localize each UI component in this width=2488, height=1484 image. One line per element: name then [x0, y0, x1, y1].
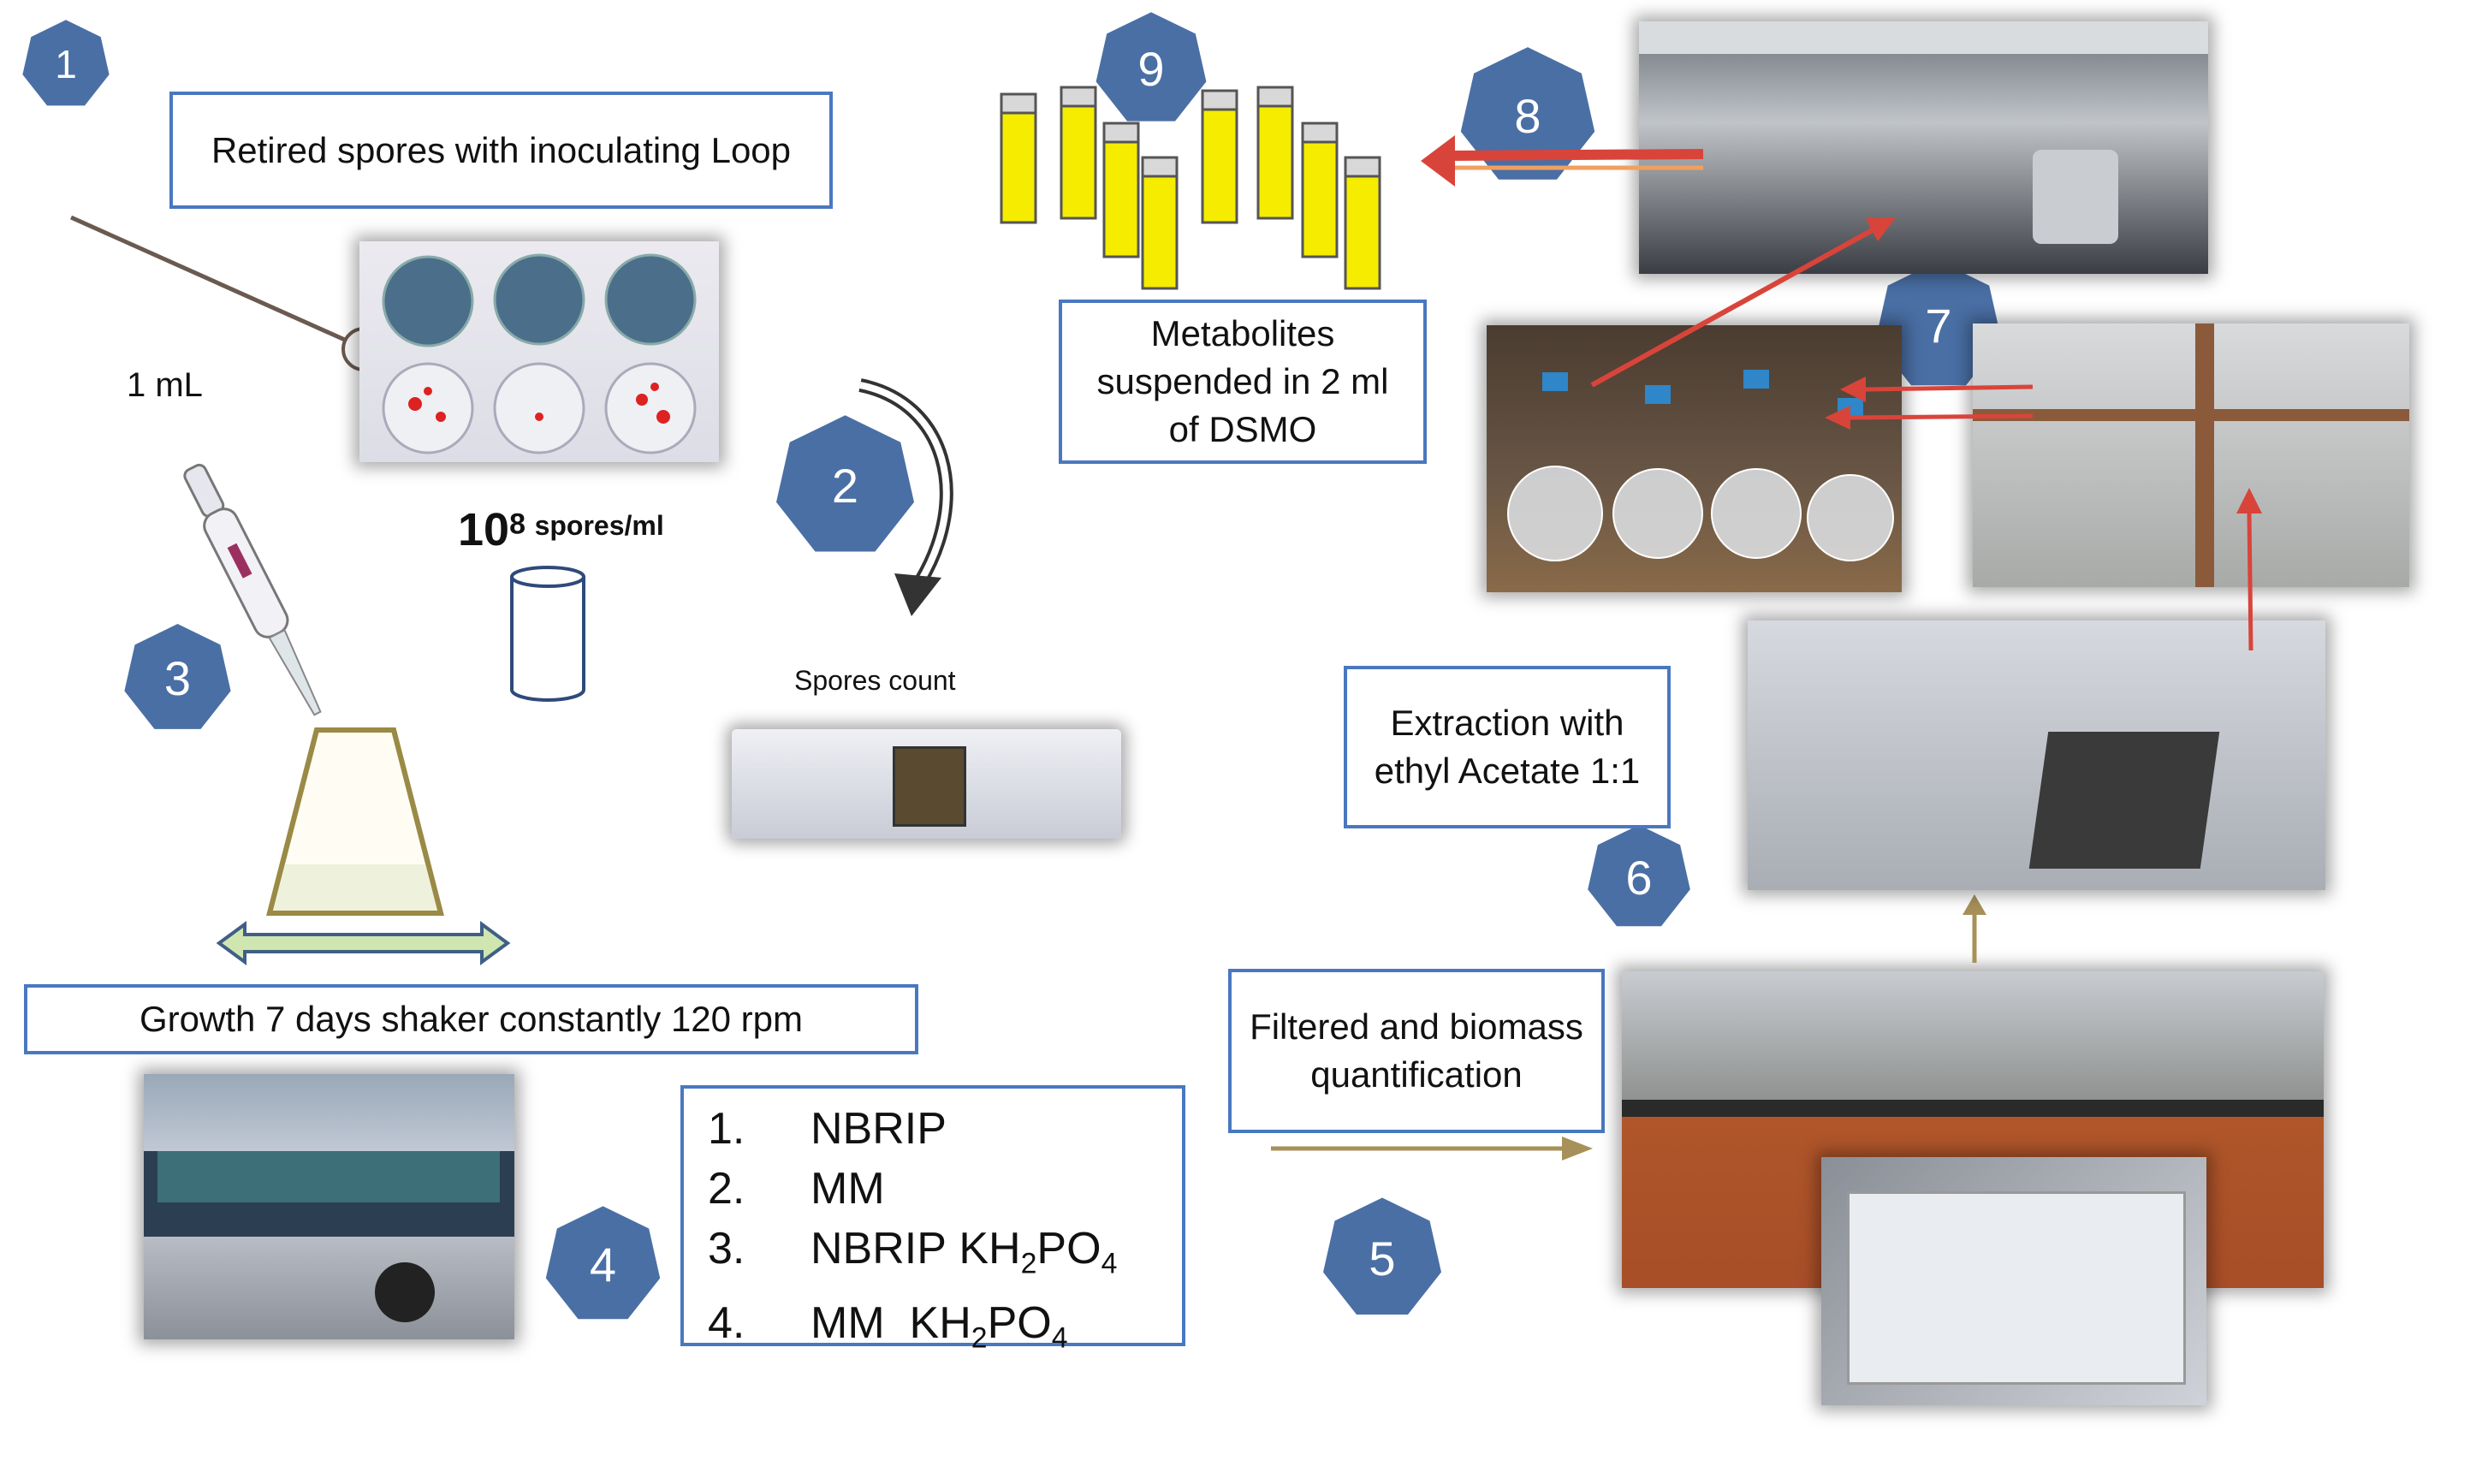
step-badge-1: 1 — [19, 17, 113, 111]
retired-spores-label: Retired spores with inoculating Loop — [169, 92, 833, 209]
kh2po4-formula: KH2PO4 — [959, 1224, 1118, 1280]
step-badge-9: 9 — [1087, 9, 1215, 128]
media-item-2: 2. MM — [708, 1164, 885, 1214]
pipette-icon — [183, 463, 322, 716]
rotary-evaporator-photo — [1639, 21, 2208, 274]
media-item-1: 1. NBRIP — [708, 1104, 947, 1154]
shaker-arrow-icon — [216, 921, 511, 965]
extraction-label: Extraction with ethyl Acetate 1:1 — [1344, 666, 1671, 828]
arrow-to-extraction-icon — [1962, 894, 1986, 963]
counting-chamber-photo — [732, 729, 1121, 839]
media-item-4: 4. MM KH2PO4 — [708, 1298, 1068, 1355]
filtered-label: Filtered and biomass quantification — [1228, 969, 1605, 1133]
shaker-photo — [144, 1074, 514, 1339]
step-badge-3: 3 — [120, 620, 235, 736]
flasks-photo — [1487, 325, 1902, 592]
separatory-funnels-photo — [1748, 620, 2325, 890]
spores-concentration: 108 spores/ml — [458, 504, 664, 555]
step-badge-7: 7 — [1862, 257, 2016, 394]
petri-dishes-photo — [359, 241, 719, 462]
tube-icon — [510, 566, 585, 702]
arrow-to-filtration-icon — [1271, 1137, 1593, 1160]
filter-papers-photo — [1821, 1157, 2206, 1405]
step-badge-4: 4 — [541, 1202, 665, 1327]
volume-label: 1 mL — [127, 366, 203, 404]
step-badge-8: 8 — [1455, 43, 1600, 188]
step-badge-6: 6 — [1583, 822, 1695, 933]
rack-photo — [1973, 324, 2409, 587]
growth-label: Growth 7 days shaker constantly 120 rpm — [24, 984, 918, 1054]
erlenmeyer-flask-icon — [266, 727, 444, 916]
step-badge-5: 5 — [1318, 1194, 1446, 1322]
media-item-3: 3. NBRIP KH2PO4 — [708, 1224, 1118, 1280]
step-badge-2: 2 — [770, 411, 920, 561]
spores-count-label: Spores count — [794, 665, 956, 696]
curved-arrow-icon — [858, 378, 953, 616]
vials-icon — [1000, 86, 1381, 290]
media-list: 1. NBRIP 2. MM 3. NBRIP KH2PO4 4. MM KH2… — [680, 1085, 1185, 1355]
metabolites-label: Metabolites suspended in 2 ml of DSMO — [1059, 300, 1427, 464]
kh2po4-formula: KH2PO4 — [909, 1298, 1068, 1355]
